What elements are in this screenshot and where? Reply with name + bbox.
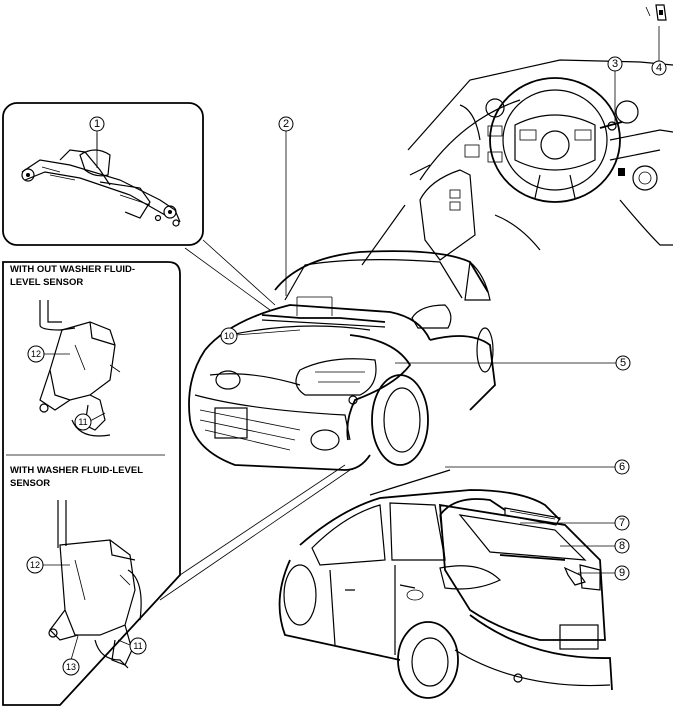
svg-text:8: 8 (619, 540, 625, 552)
svg-text:13: 13 (66, 662, 76, 672)
svg-text:2: 2 (283, 118, 289, 130)
callout-8: 8 (614, 538, 630, 554)
caption-without-sensor-line1: WITH OUT WASHER FLUID- (10, 264, 135, 275)
callout-12-lower: 12 (26, 556, 44, 574)
wiper-linkage-inset (2, 102, 204, 246)
svg-text:10: 10 (224, 331, 234, 341)
svg-text:4: 4 (656, 62, 662, 74)
callout-1: 1 (89, 116, 105, 132)
svg-text:12: 12 (30, 560, 40, 570)
callout-7: 7 (614, 515, 630, 531)
callout-4: 4 (651, 60, 667, 76)
dashboard-interior-illustration (407, 59, 673, 261)
callout-11-upper: 11 (74, 413, 92, 431)
callout-12-upper: 12 (27, 345, 45, 363)
leader-lines (43, 26, 660, 661)
svg-text:9: 9 (619, 567, 625, 579)
caption-with-sensor-line2: SENSOR (10, 478, 50, 489)
washer-tank-inset: WITH OUT WASHER FLUID- LEVEL SENSOR WITH… (2, 261, 181, 706)
callout-6: 6 (614, 459, 630, 475)
svg-text:6: 6 (619, 461, 625, 473)
washer-tank-with-sensor (48, 500, 142, 669)
callout-2: 2 (278, 116, 294, 132)
washer-tank-without-sensor (39, 300, 121, 437)
caption-without-sensor-line2: LEVEL SENSOR (10, 277, 83, 288)
caption-with-sensor-line1: WITH WASHER FLUID-LEVEL (10, 465, 143, 476)
callout-11-lower: 11 (129, 637, 147, 655)
svg-text:5: 5 (620, 357, 626, 369)
callout-5: 5 (615, 355, 631, 371)
svg-text:11: 11 (133, 641, 142, 651)
rear-car-illustration (278, 469, 613, 699)
callout-3: 3 (607, 56, 623, 72)
svg-text:7: 7 (619, 517, 625, 529)
svg-text:12: 12 (31, 349, 41, 359)
svg-text:11: 11 (78, 417, 87, 427)
callout-10: 10 (220, 327, 238, 345)
svg-text:3: 3 (612, 58, 618, 70)
combination-switch-sketch (645, 4, 667, 21)
callout-9: 9 (614, 565, 630, 581)
svg-text:1: 1 (94, 118, 100, 130)
wiper-linkage-illustration (21, 133, 181, 227)
callout-13: 13 (62, 658, 80, 676)
